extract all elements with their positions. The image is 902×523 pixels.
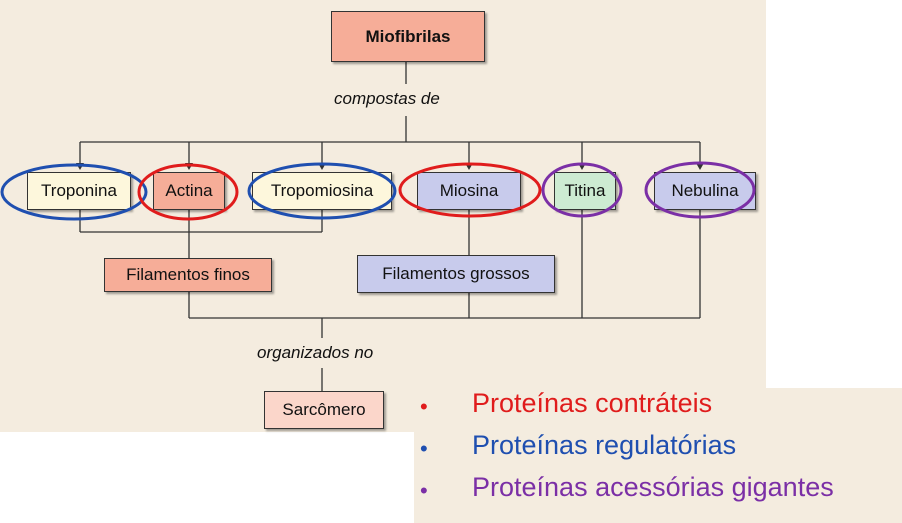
ellipse-tropomiosina xyxy=(247,162,397,220)
legend-text-regulatorias: Proteínas regulatórias xyxy=(472,430,737,460)
legend-text-contrateis: Proteínas contráteis xyxy=(472,388,713,418)
node-actina: Actina xyxy=(153,172,225,210)
node-titina: Titina xyxy=(554,172,616,210)
legend-bullet: • xyxy=(420,436,428,461)
node-filamentos-finos: Filamentos finos xyxy=(104,258,272,292)
legend-bullet: • xyxy=(420,478,428,503)
node-sarcomero: Sarcômero xyxy=(264,391,384,429)
legend-background xyxy=(414,388,902,523)
node-troponina: Troponina xyxy=(27,172,131,210)
ellipse-miosina xyxy=(398,162,542,218)
legend-text-gigantes: Proteínas acessórias gigantes xyxy=(472,472,834,502)
node-nebulina: Nebulina xyxy=(654,172,756,210)
diagram-background xyxy=(0,0,766,432)
node-filamentos-grossos: Filamentos grossos xyxy=(357,255,555,293)
legend-bullet: • xyxy=(420,394,428,419)
ellipse-actina xyxy=(137,163,239,221)
node-tropomiosina: Tropomiosina xyxy=(252,172,392,210)
node-miofibrilas: Miofibrilas xyxy=(331,11,485,62)
ellipse-nebulina xyxy=(644,161,756,219)
ellipse-troponina xyxy=(0,163,148,221)
ellipse-titina xyxy=(541,162,623,218)
node-miosina: Miosina xyxy=(417,172,521,210)
label-organizados-no: organizados no xyxy=(257,343,374,362)
label-compostas-de: compostas de xyxy=(334,89,440,108)
